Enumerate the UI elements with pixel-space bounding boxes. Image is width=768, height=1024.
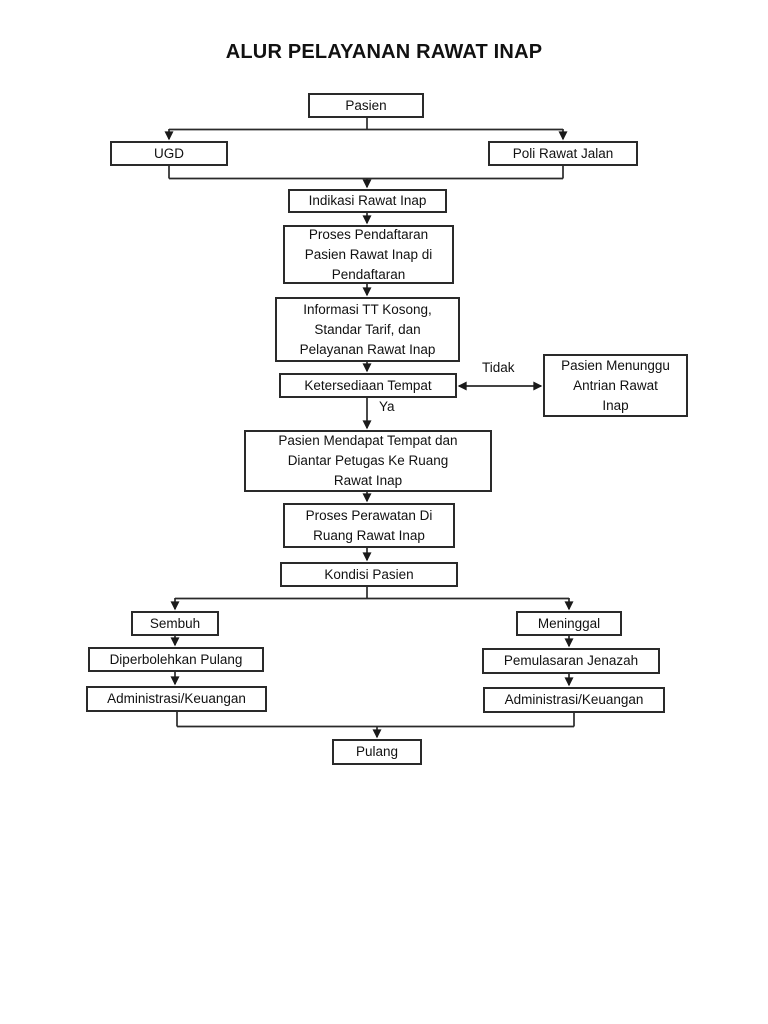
node-ketersediaan-tempat: Ketersediaan Tempat	[279, 373, 457, 398]
node-meninggal: Meninggal	[516, 611, 622, 636]
node-administrasi-keuangan-kiri: Administrasi/Keuangan	[86, 686, 267, 712]
node-ugd: UGD	[110, 141, 228, 166]
node-sembuh: Sembuh	[131, 611, 219, 636]
node-pasien: Pasien	[308, 93, 424, 118]
node-informasi-tt-kosong: Informasi TT Kosong, Standar Tarif, dan …	[275, 297, 460, 362]
node-poli-rawat-jalan: Poli Rawat Jalan	[488, 141, 638, 166]
node-kondisi-pasien: Kondisi Pasien	[280, 562, 458, 587]
node-pulang: Pulang	[332, 739, 422, 765]
node-diperbolehkan-pulang: Diperbolehkan Pulang	[88, 647, 264, 672]
node-pasien-menunggu-antrian: Pasien Menunggu Antrian Rawat Inap	[543, 354, 688, 417]
edge-label-tidak: Tidak	[482, 360, 515, 375]
edge-label-ya: Ya	[379, 399, 395, 414]
diagram-title: ALUR PELAYANAN RAWAT INAP	[225, 41, 543, 63]
node-proses-perawatan: Proses Perawatan Di Ruang Rawat Inap	[283, 503, 455, 548]
node-indikasi-rawat-inap: Indikasi Rawat Inap	[288, 189, 447, 213]
node-proses-pendaftaran: Proses Pendaftaran Pasien Rawat Inap di …	[283, 225, 454, 284]
node-pasien-mendapat-tempat: Pasien Mendapat Tempat dan Diantar Petug…	[244, 430, 492, 492]
node-administrasi-keuangan-kanan: Administrasi/Keuangan	[483, 687, 665, 713]
node-pemulasaran-jenazah: Pemulasaran Jenazah	[482, 648, 660, 674]
